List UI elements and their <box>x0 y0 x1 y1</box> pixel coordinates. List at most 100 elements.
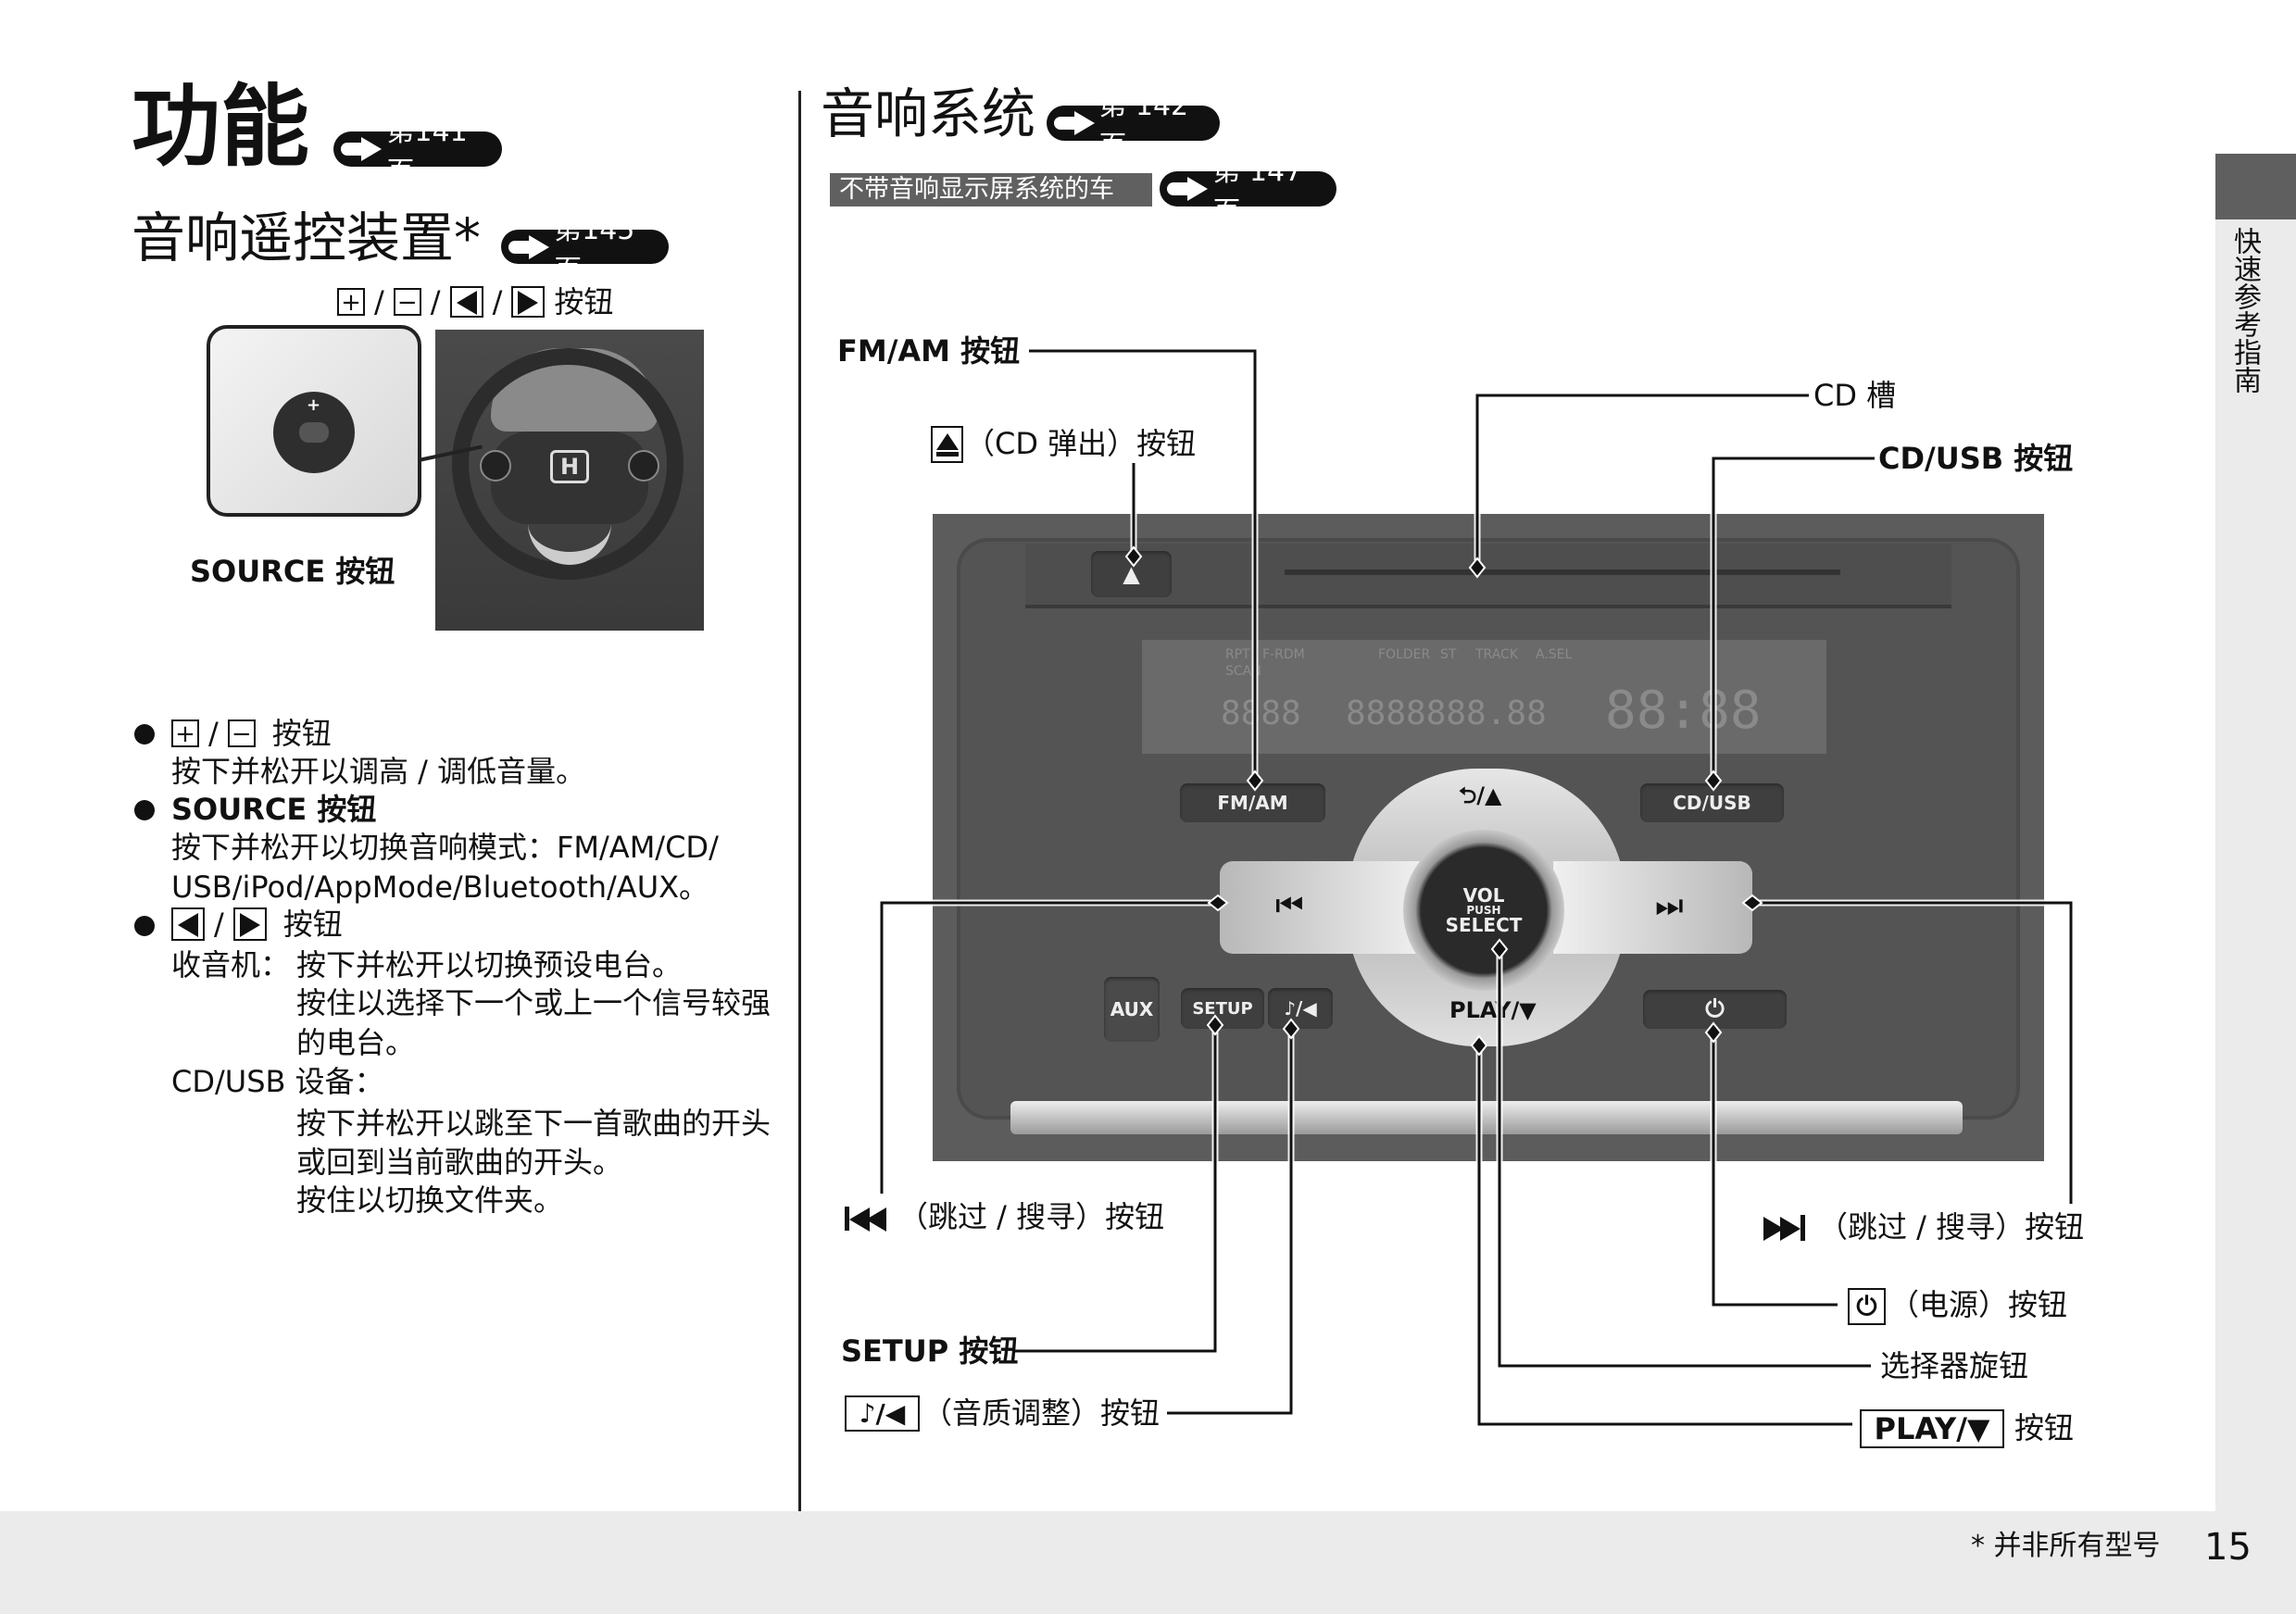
arrow-right-icon <box>1167 177 1209 201</box>
separator: / <box>208 716 219 751</box>
bullet-icon <box>134 916 155 936</box>
callout-skip-back <box>880 901 1218 1194</box>
eject-icon <box>931 426 963 463</box>
bullet-text: 或回到当前歌曲的开头。 <box>296 1145 623 1180</box>
skip-forward-icon: ⏭ <box>1655 887 1684 924</box>
steering-button-legend: + / − / / 按钮 <box>337 283 613 320</box>
page-number: 15 <box>2204 1526 2252 1569</box>
lcd-tag: FOLDER <box>1378 647 1431 662</box>
callout-setup <box>1015 1025 1217 1353</box>
chrome-trim <box>1010 1101 1963 1134</box>
page-title: 功能 <box>132 75 309 179</box>
separator: / <box>374 284 384 319</box>
fm-am-button[interactable]: FM/AM <box>1180 783 1325 822</box>
heading-text: 按钮 <box>282 907 343 942</box>
setup-button[interactable]: SETUP <box>1181 988 1264 1029</box>
footer-note: * 并非所有型号 <box>1971 1530 2161 1562</box>
plus-icon: + <box>337 288 365 316</box>
selector-callout-label: 选择器旋钮 <box>1880 1348 2029 1383</box>
eject-button[interactable]: ▲ <box>1091 551 1172 597</box>
setup-callout-label: SETUP 按钮 <box>841 1333 1019 1369</box>
separator: / <box>214 907 224 942</box>
lcd-tag: RPT <box>1225 647 1250 662</box>
callout-skip-forward <box>1752 901 2073 1204</box>
aux-button[interactable]: AUX <box>1104 977 1160 1042</box>
callout-power <box>1712 1032 1838 1307</box>
skip-forward-callout-label: （跳过 / 搜寻）按钮 <box>1818 1209 2085 1245</box>
bullet-heading-seek: / 按钮 <box>171 906 343 943</box>
right-arrow-icon <box>232 907 267 941</box>
page-ref-text: 第141页 <box>386 116 468 189</box>
cd-slot <box>1285 569 1840 575</box>
lcd-tag: ST <box>1440 647 1457 662</box>
legend-suffix: 按钮 <box>554 284 614 319</box>
source-center-button <box>299 422 329 443</box>
column-divider <box>798 91 801 1511</box>
page-ref-badge[interactable]: 第141页 <box>333 116 502 189</box>
sidebar-tab-label[interactable]: 快速参考指南 <box>2228 227 2261 394</box>
play-callout-label: 按钮 <box>2014 1410 2075 1445</box>
plus-label: + <box>307 395 321 415</box>
cd-usb-button[interactable]: CD/USB <box>1640 783 1784 822</box>
bullet-text: USB/iPod/AppMode/Bluetooth/AUX。 <box>171 870 709 905</box>
variant-ref-badge[interactable]: 第 147页 <box>1160 156 1336 229</box>
callout-cdusb <box>1712 457 1875 781</box>
footer-band <box>0 1511 2296 1614</box>
plus-icon: + <box>171 719 199 747</box>
eject-callout-label: （CD 弹出）按钮 <box>965 426 1197 461</box>
sidebar-strip <box>2215 219 2296 1511</box>
bullet-text: 按下并松开以切换预设电台。 <box>296 947 683 982</box>
section-ref-badge[interactable]: 第145页 <box>501 214 669 287</box>
power-button[interactable]: ⏻ <box>1643 990 1787 1029</box>
bullet-text: 按下并松开以跳至下一首歌曲的开头 <box>296 1106 772 1141</box>
right-control-pad <box>628 450 659 482</box>
variant-ref-text: 第 147页 <box>1212 156 1303 229</box>
bullet-icon <box>134 724 155 744</box>
skip-back-icon <box>845 1206 886 1232</box>
bullet-text: 按住以选择下一个或上一个信号较强 <box>296 985 772 1020</box>
cd-slot-housing <box>1025 544 1951 608</box>
bullet-text: 按住以切换文件夹。 <box>296 1182 564 1218</box>
callout-cd-slot <box>1475 394 1809 568</box>
callout-selector <box>1498 949 1871 1368</box>
minus-icon: − <box>393 288 421 316</box>
fmam-callout-label: FM/AM 按钮 <box>837 333 1021 369</box>
separator: / <box>492 284 503 319</box>
right-arrow-icon <box>511 286 546 318</box>
selector-knob[interactable]: VOL PUSH SELECT <box>1403 830 1564 991</box>
section-title: 音响遥控装置* <box>132 206 482 269</box>
steering-hub <box>491 432 648 524</box>
radio-label: 收音机： <box>171 947 291 982</box>
left-control-pad <box>480 450 511 482</box>
skip-back-button[interactable]: ⏮ <box>1220 861 1424 954</box>
back-up-label: ⮌/▲ <box>1459 782 1502 808</box>
tone-button[interactable]: ♪/◀ <box>1268 988 1333 1029</box>
select-label: SELECT <box>1445 914 1523 936</box>
power-callout-label: （电源）按钮 <box>1889 1287 2068 1322</box>
callout-tone <box>1167 1029 1293 1415</box>
sidebar-tab[interactable] <box>2215 154 2296 219</box>
arrow-right-icon <box>1054 111 1096 135</box>
bullet-text: 按下并松开以切换音响模式：FM/AM/CD/ <box>171 830 719 865</box>
audio-ref-badge[interactable]: 第 142页 <box>1047 90 1220 163</box>
skip-forward-button[interactable]: ⏭ <box>1553 861 1752 954</box>
cd-slot-callout-label: CD 槽 <box>1813 378 1897 413</box>
lcd-tag: F-RDM <box>1262 647 1305 662</box>
callout-play <box>1477 1045 1852 1426</box>
skip-back-callout-label: （跳过 / 搜寻）按钮 <box>898 1199 1165 1234</box>
bullet-text: 按下并松开以调高 / 调低音量。 <box>171 754 586 789</box>
source-button-label: SOURCE 按钮 <box>190 554 395 589</box>
control-pad: + <box>273 392 355 473</box>
bullet-heading-volume: + / − 按钮 <box>171 715 332 752</box>
lcd-segments: 8888888.88 <box>1346 694 1547 732</box>
audio-system-title: 音响系统 <box>821 82 1036 145</box>
section-ref-text: 第145页 <box>554 213 635 287</box>
heading-text: 按钮 <box>271 716 332 751</box>
audio-panel-photo: ▲ RPT F-RDM SCAN FOLDER ST TRACK A.SEL 8… <box>933 514 2044 1161</box>
lcd-clock: 88:88 <box>1605 681 1762 741</box>
play-label: PLAY/▼ <box>1449 997 1537 1023</box>
tone-callout-label: （音质调整）按钮 <box>922 1395 1161 1431</box>
arrow-right-icon <box>341 137 383 161</box>
left-arrow-icon <box>449 286 483 318</box>
